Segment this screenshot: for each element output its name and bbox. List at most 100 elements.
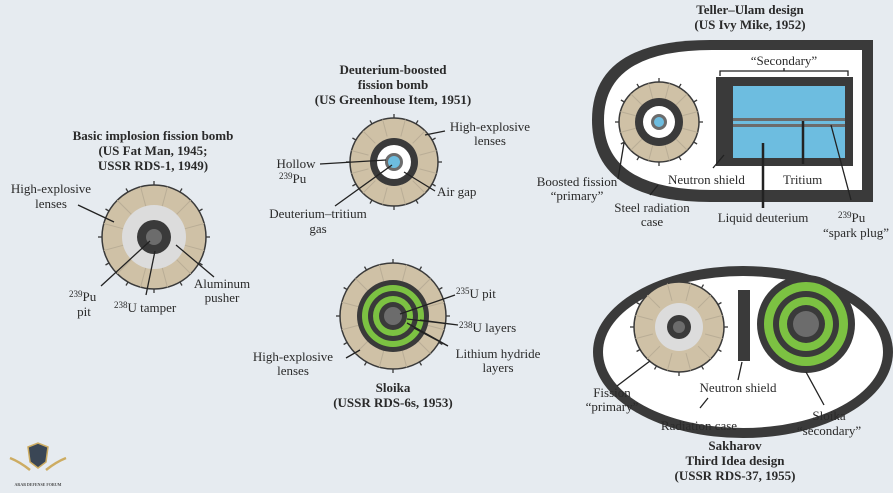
sloika-lih-label-1: Lithium hydride [456, 346, 541, 361]
sakharov-case-label: Radiation case [661, 418, 737, 433]
detonator-tick [636, 348, 641, 353]
fatman-title-1: Basic implosion fission bomb [73, 128, 234, 143]
sloika-lenses-label-1: High-explosive [253, 349, 333, 364]
lens-segment-line [646, 294, 661, 309]
lens-segment-line [362, 130, 376, 144]
lens-segment-line [648, 83, 654, 99]
sloika-pit-label: 235U pit [456, 286, 496, 301]
detonator-tick [105, 208, 110, 212]
detonator-tick [125, 188, 129, 193]
sakharov-secondary-label-2: “secondary” [797, 423, 861, 438]
teller-case-label-1: Steel radiation [614, 200, 690, 215]
arab-defense-forum-logo: ARAB DEFENSE FORUM [9, 442, 67, 487]
detonator-tick [678, 156, 682, 161]
teller-spark-label: 239Pu [838, 210, 866, 225]
sloika-title-2: (USSR RDS-6s, 1953) [333, 395, 453, 410]
lens-segment-line [666, 352, 673, 371]
lens-segment-line [116, 199, 133, 216]
lens-segment-line [362, 180, 376, 194]
sloika-pit [384, 307, 402, 325]
lens-segment-line [682, 127, 698, 133]
detonator-tick [363, 266, 368, 271]
detonator-tick [636, 156, 640, 161]
boosted-hollow-label: Hollow [277, 156, 317, 171]
teller-secondary-label: “Secondary” [751, 53, 818, 68]
teller-case-label-2: case [641, 214, 664, 229]
teller-title-1: Teller–Ulam design [696, 2, 804, 17]
fatman-tamper-label: 238U tamper [114, 300, 177, 315]
fatman-pit-label: 239Pu [69, 289, 97, 304]
sakharov-secondary-label-1: Sloika [812, 408, 845, 423]
lens-segment-line [630, 93, 643, 106]
sakharov-title-3: (USSR RDS-37, 1955) [675, 468, 796, 483]
fatman-pusher-label-1: Aluminum [194, 276, 250, 291]
lens-segment-line [175, 258, 192, 275]
boosted-dt-label-2: gas [309, 221, 326, 236]
detonator-tick [369, 199, 373, 204]
lens-segment-line [685, 352, 692, 371]
sakharov-primary-label-1: Fission [593, 385, 631, 400]
lens-segment-line [685, 283, 692, 302]
lens-segment-line [630, 138, 643, 151]
detonator-tick [693, 99, 698, 103]
lens-segment-line [666, 283, 673, 302]
lens-segment-line [412, 180, 426, 194]
lens-segment-line [675, 93, 688, 106]
detonator-tick [369, 120, 373, 125]
fatman-lenses-label-1: High-explosive [11, 181, 91, 196]
detonator-tick [179, 281, 183, 286]
detonator-tick [105, 262, 110, 266]
detonator-tick [717, 348, 722, 353]
boosted-lenses-label-1: High-explosive [450, 119, 530, 134]
lens-segment-line [675, 138, 688, 151]
detonator-tick [438, 341, 443, 346]
detonator-tick [431, 183, 436, 187]
detonator-tick [198, 208, 203, 212]
lens-segment-line [175, 199, 192, 216]
fatman-pit-label-2: pit [77, 304, 91, 319]
detonator-tick [363, 361, 368, 366]
detonator-tick [717, 301, 722, 306]
boosted-pu-label: 239Pu [279, 171, 307, 186]
lens-segment-line [184, 223, 205, 230]
sakharov-title-2: Third Idea design [686, 453, 786, 468]
detonator-tick [636, 301, 641, 306]
fatman-title-2: (US Fat Man, 1945; [98, 143, 207, 158]
lens-segment-line [697, 294, 712, 309]
lens-segment-line [161, 186, 168, 207]
lens-segment-line [682, 111, 698, 117]
lens-segment-line [351, 150, 369, 156]
detonator-tick [415, 199, 419, 204]
detonator-tick [636, 83, 640, 88]
lens-segment-line [140, 267, 147, 288]
detonator-tick [198, 262, 203, 266]
lens-segment-line [620, 111, 636, 117]
teller-tritium-label: Tritium [783, 172, 822, 187]
teller-title-2: (US Ivy Mike, 1952) [694, 17, 805, 32]
detonator-tick [700, 365, 705, 370]
detonator-tick [415, 120, 419, 125]
lens-segment-line [116, 258, 133, 275]
detonator-tick [418, 266, 423, 271]
fatman-diagram: Basic implosion fission bomb (US Fat Man… [11, 128, 250, 319]
fatman-pusher-label-2: pusher [205, 290, 240, 305]
lens-segment-line [140, 186, 147, 207]
boosted-title-1: Deuterium-boosted [340, 62, 448, 77]
sloika-lenses-label-2: lenses [277, 363, 309, 378]
lens-segment-line [382, 187, 388, 205]
detonator-tick [653, 365, 658, 370]
teller-primary-label-1: Boosted fission [537, 174, 618, 189]
lens-segment-line [184, 244, 205, 251]
lens-segment-line [351, 168, 369, 174]
detonator-tick [179, 188, 183, 193]
lens-segment-line [382, 119, 388, 137]
teller-spark-plug [733, 118, 845, 121]
teller-primary-label-2: “primary” [551, 188, 604, 203]
detonator-tick [700, 284, 705, 289]
teller-liquid-deuterium [733, 86, 845, 158]
sakharov-primary-label-2: “primary” [586, 399, 639, 414]
teller-deuterium-label: Liquid deuterium [718, 210, 809, 225]
sakharov-diagram: Fission “primary” Neutron shield Radiati… [586, 266, 893, 483]
boosted-lenses-label-2: lenses [474, 133, 506, 148]
svg-text:ARAB DEFENSE FORUM: ARAB DEFENSE FORUM [15, 482, 62, 487]
